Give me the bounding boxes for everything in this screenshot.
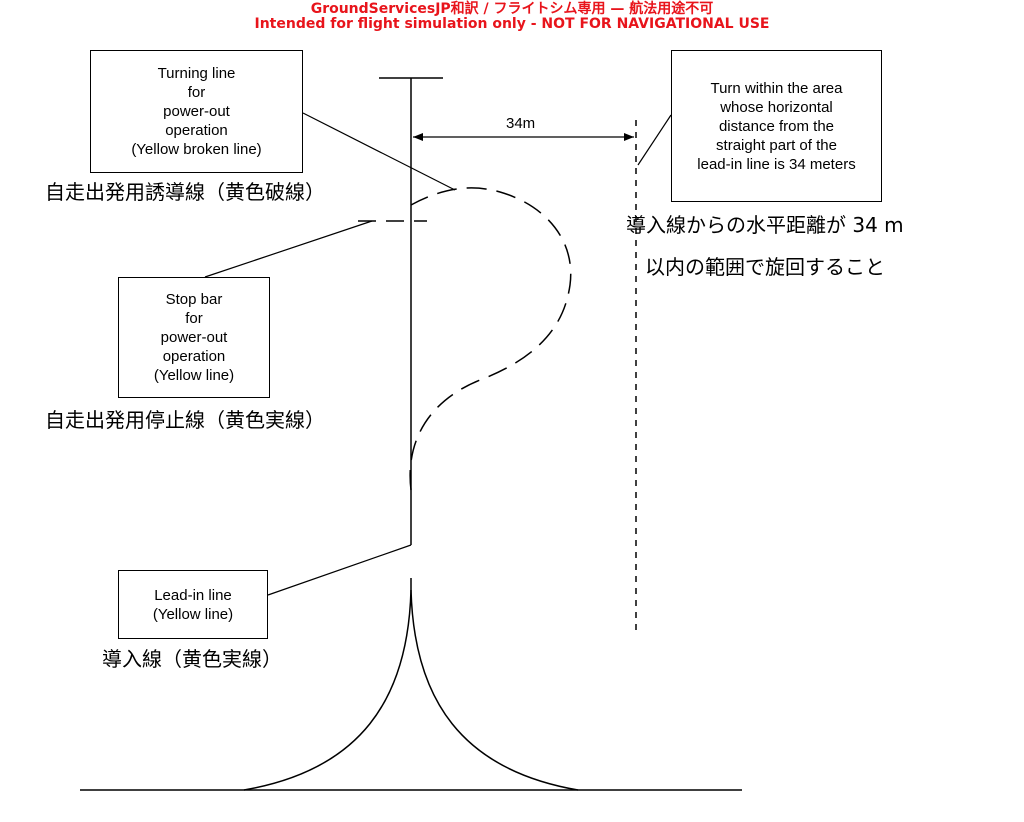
turning-line-dashed (409, 187, 572, 491)
disclaimer-line-2: Intended for flight simulation only - NO… (254, 16, 770, 32)
lead-in-box: Lead-in line (Yellow line) (118, 570, 268, 639)
turn-area-jp-label-2: 以内の範囲で旋回すること (645, 255, 885, 279)
turning-line-box: Turning line for power-out operation (Ye… (90, 50, 303, 173)
lead-in-jp-label: 導入線（黄色実線） (102, 647, 282, 671)
lead-in-right-flare (410, 589, 579, 791)
stop-bar-box: Stop bar for power-out operation (Yellow… (118, 277, 270, 398)
distance-label: 34m (506, 115, 536, 132)
turning-line-jp-label: 自走出発用誘導線（黄色破線） (45, 180, 325, 204)
lead-in-leader (267, 544, 412, 596)
turn-area-leader (637, 114, 672, 166)
stop-bar-jp-label: 自走出発用停止線（黄色実線） (45, 408, 325, 432)
distance-arrowhead-right (624, 133, 634, 141)
disclaimer-line-1: GroundServicesJP和訳 / フライトシム専用 — 航法用途不可 (310, 1, 714, 17)
distance-arrowhead-left (413, 133, 423, 141)
turn-area-box: Turn within the area whose horizontal di… (671, 50, 882, 202)
stop-bar-leader (204, 220, 373, 278)
turn-area-jp-label-1: 導入線からの水平距離が 34 m (626, 213, 904, 237)
turning-line-leader (302, 112, 456, 191)
lead-in-left-flare (243, 589, 412, 791)
disclaimer-banner: GroundServicesJP和訳 / フライトシム専用 — 航法用途不可 I… (0, 2, 1024, 32)
